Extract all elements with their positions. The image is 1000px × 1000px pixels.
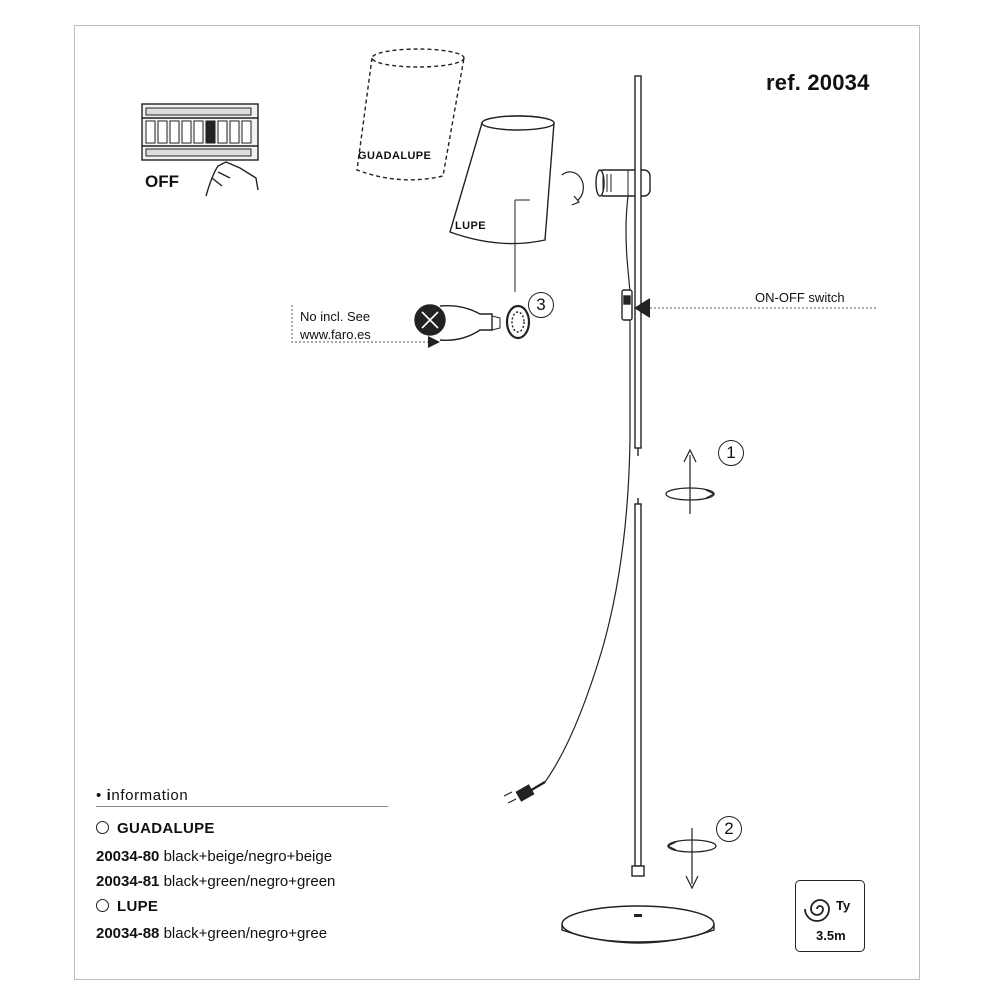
list-item: 20034-88 black+green/negro+gree xyxy=(96,925,327,942)
shade-ring-icon xyxy=(505,304,531,340)
cable-info-box xyxy=(795,880,865,952)
page-frame xyxy=(74,25,920,980)
power-off-label: OFF xyxy=(145,172,179,191)
information-bullet: • xyxy=(96,787,102,804)
item-description: black+green/negro+gree xyxy=(163,925,328,942)
bulb-note-line2: www.faro.es xyxy=(300,327,371,342)
group-lupe: LUPE xyxy=(96,898,158,915)
guadalupe-shade-label: GUADALUPE xyxy=(358,150,432,162)
item-description: black+green/negro+green xyxy=(163,873,336,890)
lupe-shade-label: LUPE xyxy=(455,220,486,232)
step-2-badge: 2 xyxy=(716,816,742,842)
step-3-badge: 3 xyxy=(528,292,554,318)
step2-arrows-icon xyxy=(666,828,717,890)
group-name: LUPE xyxy=(117,898,159,915)
list-item: 20034-81 black+green/negro+green xyxy=(96,873,335,890)
lower-pole xyxy=(631,498,645,877)
reference-number: ref. 20034 xyxy=(766,70,870,95)
cable-type-label: Ty xyxy=(836,898,851,913)
coiled-cable-icon xyxy=(804,899,830,922)
bulb-note: No incl. See www.faro.es xyxy=(300,308,371,344)
lupe-shade-icon xyxy=(449,115,555,245)
step1-arrows-icon xyxy=(665,448,716,514)
rotate-arrow-icon xyxy=(561,171,584,206)
on-off-switch-label: ON-OFF switch xyxy=(755,290,845,305)
step-1-badge: 1 xyxy=(718,440,744,466)
circle-icon xyxy=(96,899,109,912)
lamp-socket-icon xyxy=(595,169,651,197)
plug-icon xyxy=(503,780,546,804)
group-guadalupe: GUADALUPE xyxy=(96,820,215,837)
information-heading: • information xyxy=(96,787,188,804)
item-code: 20034-80 xyxy=(96,848,160,865)
information-divider xyxy=(96,806,388,807)
item-code: 20034-81 xyxy=(96,873,160,890)
item-description: black+beige/negro+beige xyxy=(163,848,333,865)
item-code: 20034-88 xyxy=(96,925,160,942)
lamp-base-icon xyxy=(561,905,715,944)
information-heading-rest: nformation xyxy=(111,787,189,804)
list-item: 20034-80 black+beige/negro+beige xyxy=(96,848,332,865)
breaker-panel-icon xyxy=(141,103,259,197)
upper-pole xyxy=(634,75,642,456)
circle-icon xyxy=(96,821,109,834)
bulb-note-line1: No incl. See xyxy=(300,309,371,324)
on-off-switch-icon xyxy=(621,289,633,321)
information-initial: i xyxy=(106,787,112,804)
cable-length-label: 3.5m xyxy=(816,928,846,943)
bulb-crossed-icon xyxy=(414,304,501,341)
group-name: GUADALUPE xyxy=(117,820,215,837)
guadalupe-shade-icon xyxy=(356,48,465,181)
